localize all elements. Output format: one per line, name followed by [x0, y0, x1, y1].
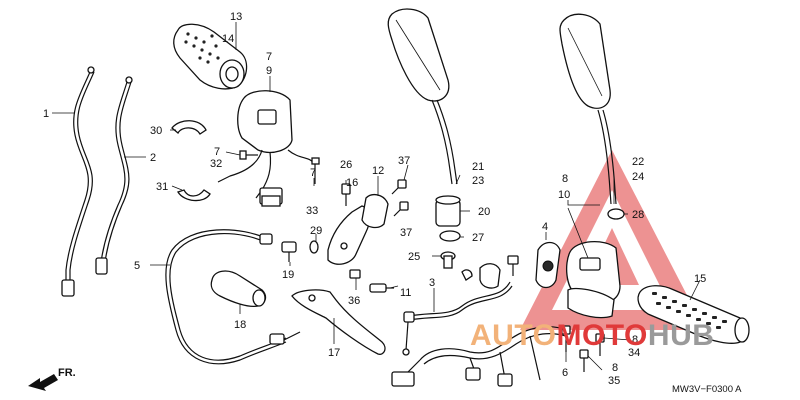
label-21: 21: [472, 161, 484, 173]
screw-6: [561, 325, 571, 352]
label-27: 27: [472, 232, 484, 244]
figure-code: MW3V−F0300 A: [672, 384, 742, 395]
label-12: 12: [372, 165, 384, 177]
label-30: 30: [150, 125, 162, 137]
label-1: 1: [43, 108, 49, 120]
direction-label: FR.: [58, 367, 76, 379]
throttle-grip: [173, 23, 248, 90]
label-20: 20: [478, 206, 490, 218]
label-33: 33: [306, 205, 318, 217]
part-labels: 1 2 3 4 5 6 7 7 7 8 8 8 9 10 11 12 13 14…: [43, 11, 706, 387]
switch-housing-right: [217, 90, 315, 207]
label-17: 17: [328, 347, 340, 359]
label-34: 34: [628, 347, 640, 359]
switch-11: [369, 283, 394, 293]
label-23: 23: [472, 175, 484, 187]
left-grip: [637, 285, 750, 344]
watermark-auto: AUTO: [470, 319, 556, 352]
bolt-19: [281, 241, 297, 262]
nut-25: [440, 251, 456, 269]
label-15: 15: [694, 273, 706, 285]
choke-cable-3: [402, 281, 513, 356]
mirror-right: [559, 13, 617, 205]
throttle-cable-2: [95, 76, 133, 275]
label-14: 14: [222, 33, 234, 45]
label-6: 6: [562, 367, 568, 379]
label-7b: 7: [214, 146, 220, 158]
switch-cover-4: [535, 241, 561, 289]
label-22: 22: [632, 156, 644, 168]
label-2: 2: [150, 152, 156, 164]
label-8a: 8: [562, 173, 568, 185]
label-4: 4: [542, 221, 548, 233]
label-7c: 7: [310, 167, 316, 179]
label-5: 5: [134, 260, 140, 272]
nut-36: [349, 269, 361, 279]
label-37b: 37: [400, 227, 412, 239]
nut-28: [607, 208, 625, 220]
label-3: 3: [429, 277, 435, 289]
label-36: 36: [348, 295, 360, 307]
screw-32: [239, 150, 258, 160]
label-8c: 8: [612, 362, 618, 374]
svg-text:AUTOMOTOHUB: AUTOMOTOHUB: [470, 319, 714, 352]
label-35: 35: [608, 375, 620, 387]
washer-29: [309, 240, 319, 254]
label-25: 25: [408, 251, 420, 263]
label-13: 13: [230, 11, 242, 23]
clamp-30: [171, 120, 207, 135]
label-28: 28: [632, 209, 644, 221]
grip-cover-18: [210, 270, 267, 308]
watermark-text: AUTOMOTOHUB: [470, 319, 714, 352]
holder-12: [361, 193, 389, 229]
watermark-hub: HUB: [648, 319, 715, 352]
label-37a: 37: [398, 155, 410, 167]
clamp-31: [177, 189, 211, 202]
mirror-left: [387, 8, 458, 185]
label-29: 29: [310, 225, 322, 237]
label-11: 11: [400, 287, 411, 299]
cable-clamp: [479, 263, 501, 289]
bolt-34: [595, 333, 605, 356]
screw-37-upper: [391, 179, 407, 195]
screw-37-lower: [393, 201, 409, 217]
nut-27: [439, 230, 461, 242]
mirror-adapter-20: [435, 195, 461, 227]
front-direction-arrow: FR.: [28, 367, 76, 391]
label-24: 24: [632, 171, 644, 183]
fitting-small: [507, 255, 519, 276]
label-32: 32: [210, 158, 222, 170]
watermark-moto: MOTO: [556, 319, 647, 352]
clutch-cable: [165, 229, 301, 365]
wire-harness: [391, 326, 567, 387]
leader-lines: [52, 22, 701, 371]
label-10: 10: [558, 189, 570, 201]
label-16: 16: [346, 177, 358, 189]
label-19: 19: [282, 269, 294, 281]
throttle-cable-1: [61, 66, 95, 297]
label-31: 31: [156, 181, 168, 193]
label-8b: 8: [632, 334, 638, 346]
label-26: 26: [340, 159, 352, 171]
clip-small: [461, 269, 473, 281]
label-7a: 7: [266, 51, 272, 63]
label-18: 18: [234, 319, 246, 331]
screw-35: [579, 349, 589, 372]
switch-housing-left: [565, 241, 621, 319]
clutch-lever: [291, 289, 386, 355]
screw-33: [311, 157, 320, 184]
label-9: 9: [266, 65, 272, 77]
